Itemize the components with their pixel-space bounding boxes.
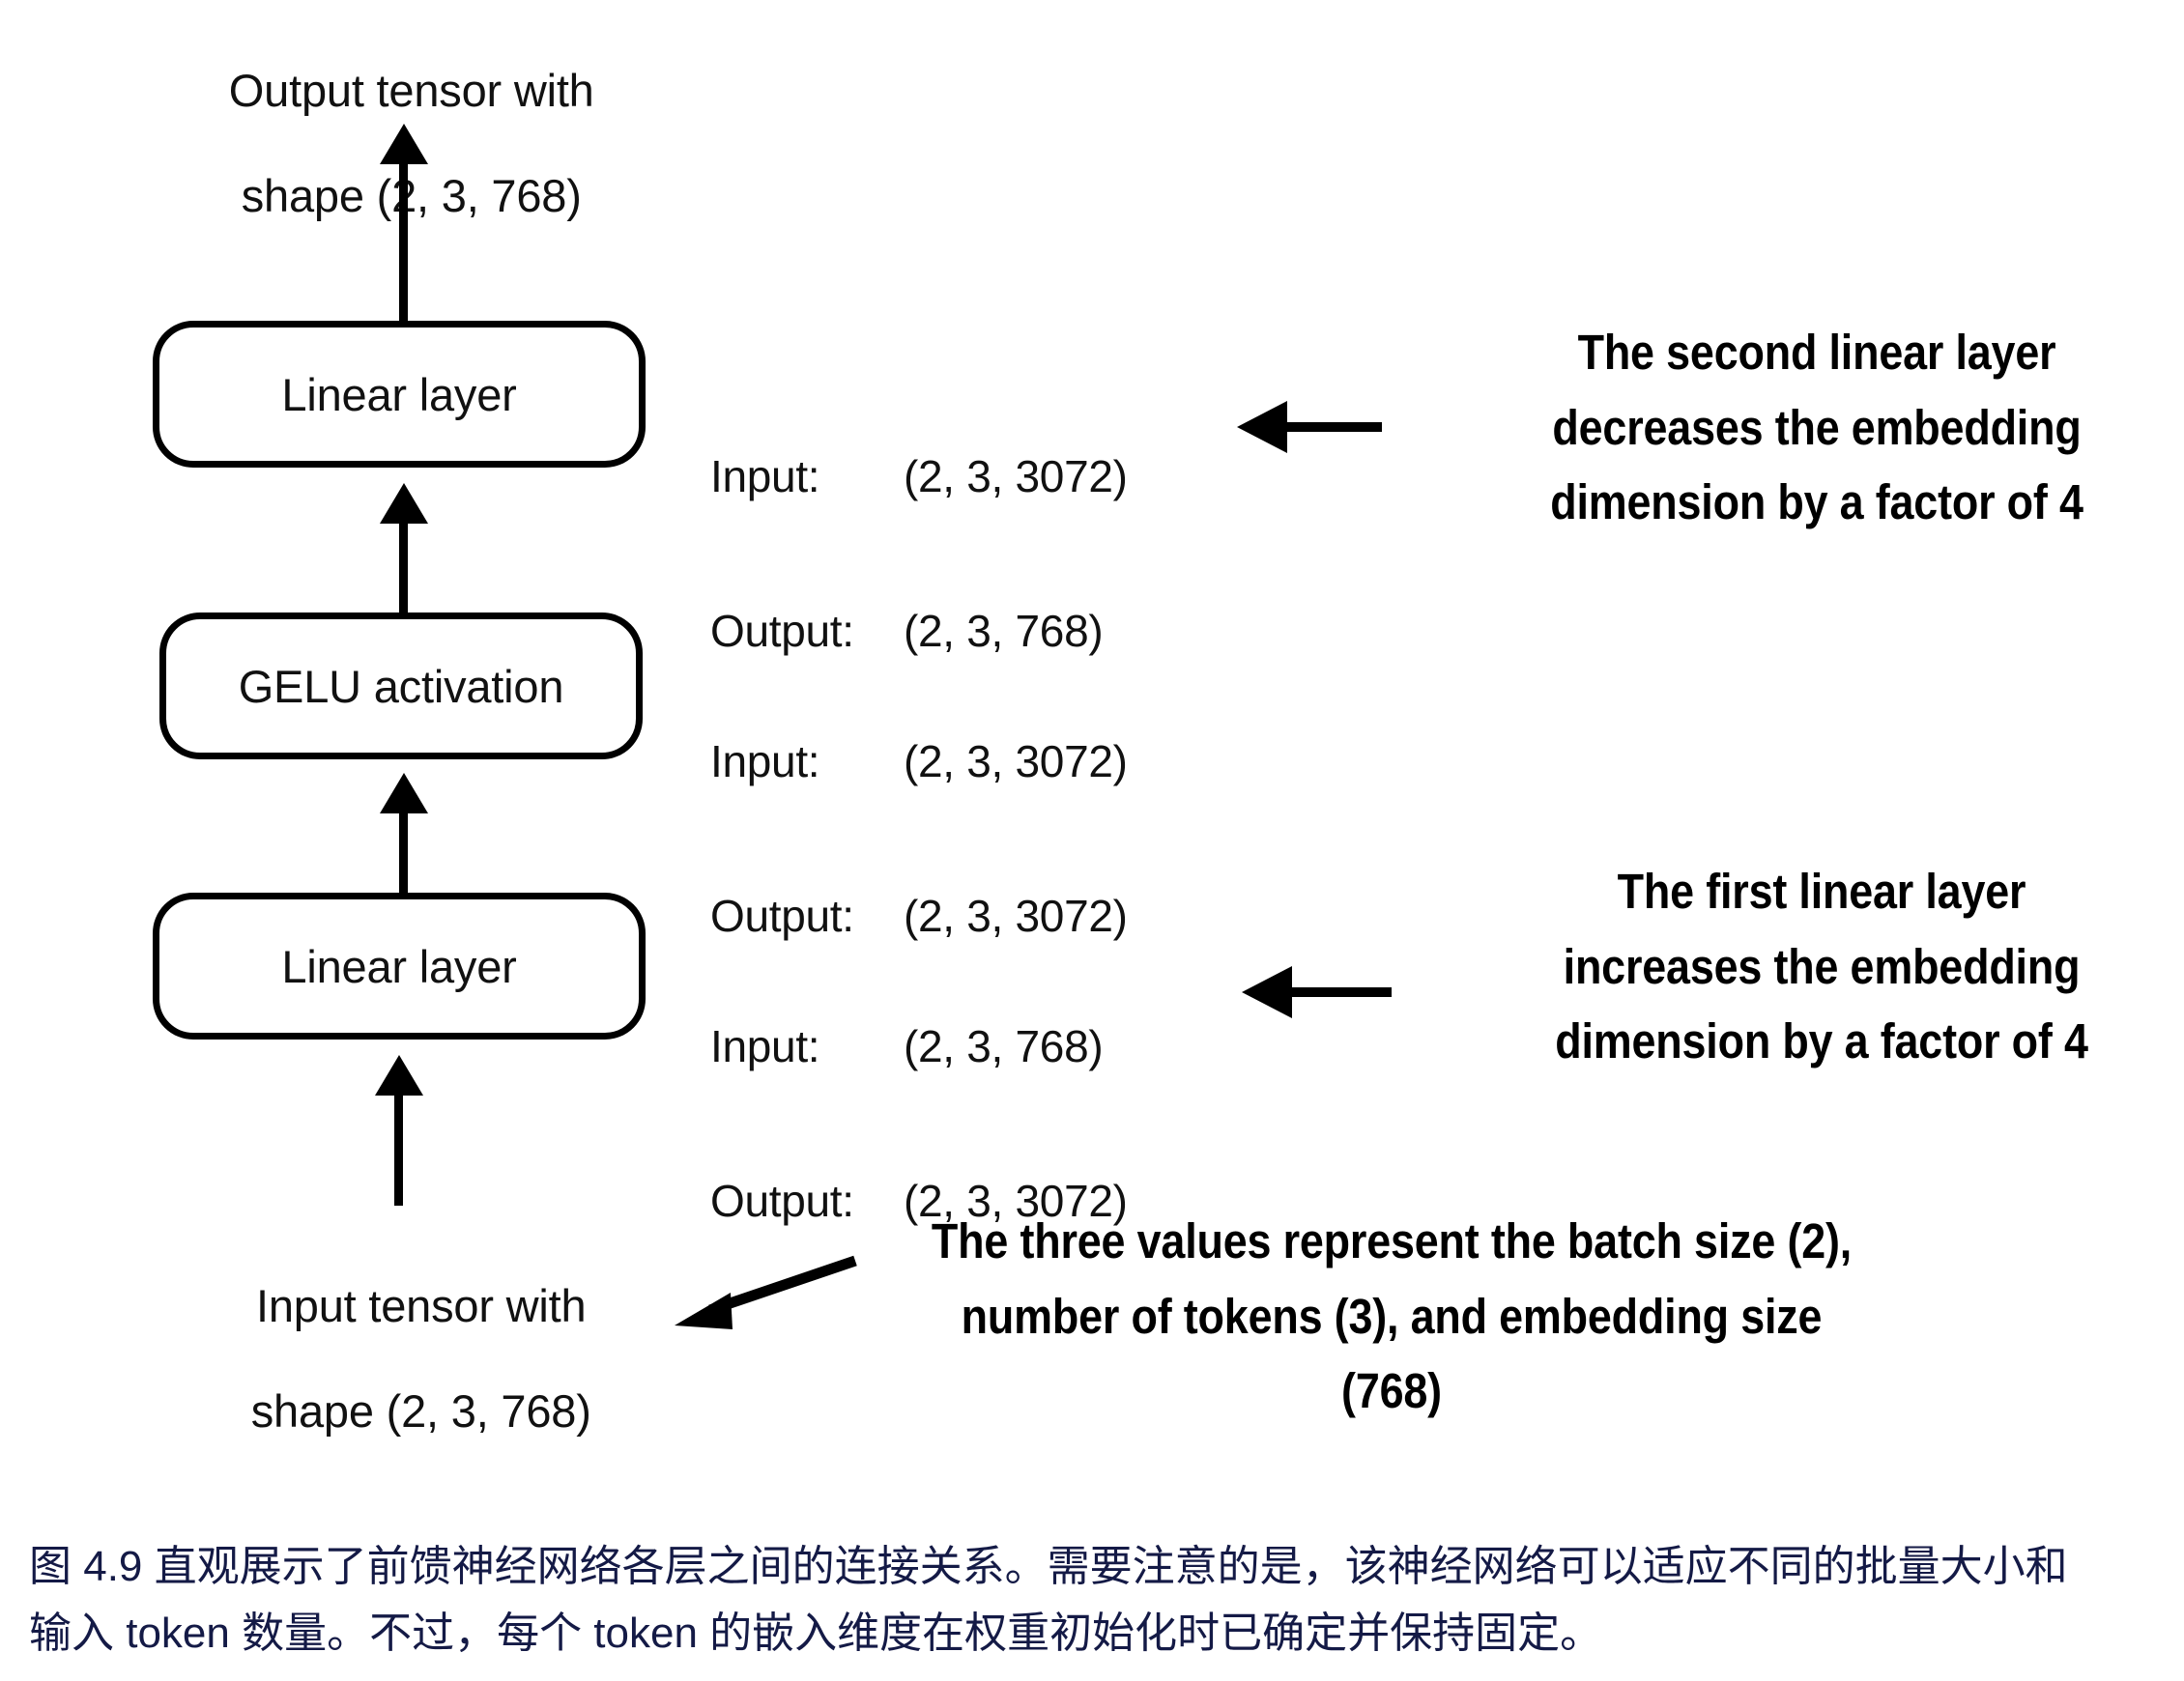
- connector-linear1-to-gelu: [399, 810, 408, 898]
- io-input-value: (2, 3, 3072): [904, 450, 1128, 501]
- io-input-row: Input: (2, 3, 3072): [710, 736, 1128, 787]
- input-tensor-label-line1: Input tensor with: [255, 1279, 587, 1331]
- node-linear-layer-2-label: Linear layer: [281, 368, 517, 420]
- io-output-row: Output: (2, 3, 3072): [710, 1176, 1128, 1227]
- arrowhead-up-gelu-to-linear2: [380, 483, 428, 524]
- node-linear-layer-1-label: Linear layer: [281, 940, 517, 992]
- output-tensor-label-line1: Output tensor with: [228, 64, 594, 116]
- output-tensor-label-line2: shape (2, 3, 768): [241, 169, 582, 221]
- io-input-value: (2, 3, 768): [904, 1020, 1104, 1071]
- arrowhead-up-input-to-linear1: [375, 1055, 423, 1096]
- figure-caption-line1: 图 4.9 直观展示了前馈神经网络各层之间的连接关系。需要注意的是，该神经网络可…: [29, 1543, 2068, 1590]
- annotation-three-values-note: The three values represent the batch siz…: [881, 1204, 1902, 1429]
- io-input-value: (2, 3, 3072): [904, 735, 1128, 786]
- annotation-first-linear-line2: increases the embedding: [1563, 938, 2081, 994]
- arrow-left-three-values-note: [675, 1255, 857, 1329]
- io-input-key: Input:: [710, 735, 820, 786]
- annotation-second-linear-note: The second linear layer decreases the em…: [1519, 315, 2114, 540]
- io-spec-gelu-activation: Input: (2, 3, 3072) Output: (2, 3, 3072): [710, 633, 1128, 1045]
- annotation-second-linear-line3: dimension by a factor of 4: [1550, 474, 2083, 530]
- annotation-three-values-line1: The three values represent the batch siz…: [931, 1213, 1853, 1268]
- io-input-key: Input:: [710, 1020, 820, 1071]
- annotation-first-linear-line1: The first linear layer: [1617, 864, 2026, 919]
- input-tensor-label-line2: shape (2, 3, 768): [250, 1384, 591, 1437]
- figure-caption: 图 4.9 直观展示了前馈神经网络各层之间的连接关系。需要注意的是，该神经网络可…: [29, 1534, 2155, 1667]
- io-input-row: Input: (2, 3, 768): [710, 1021, 1128, 1072]
- annotation-second-linear-line1: The second linear layer: [1577, 325, 2056, 380]
- io-output-value: (2, 3, 3072): [904, 890, 1128, 941]
- io-output-key: Output:: [710, 890, 854, 941]
- io-spec-linear-layer-2: Input: (2, 3, 3072) Output: (2, 3, 768): [710, 348, 1128, 760]
- arrowhead-up-linear1-to-gelu: [380, 773, 428, 813]
- connector-input-to-linear1: [394, 1092, 403, 1206]
- connector-gelu-to-linear2: [399, 520, 408, 616]
- io-output-value: (2, 3, 3072): [904, 1175, 1128, 1226]
- io-output-row: Output: (2, 3, 768): [710, 606, 1128, 657]
- node-linear-layer-1[interactable]: Linear layer: [153, 893, 646, 1040]
- annotation-first-linear-note: The first linear layer increases the emb…: [1528, 854, 2114, 1079]
- connector-linear2-to-output: [399, 160, 408, 325]
- annotation-second-linear-line2: decreases the embedding: [1552, 399, 2082, 455]
- annotation-first-linear-line3: dimension by a factor of 4: [1555, 1013, 2088, 1069]
- io-spec-linear-layer-1: Input: (2, 3, 768) Output: (2, 3, 3072): [710, 918, 1128, 1330]
- annotation-three-values-line3: (768): [1341, 1363, 1442, 1419]
- node-linear-layer-2[interactable]: Linear layer: [153, 321, 646, 468]
- io-output-key: Output:: [710, 1175, 854, 1226]
- input-tensor-label: Input tensor with shape (2, 3, 768): [116, 1227, 676, 1491]
- io-input-row: Input: (2, 3, 3072): [710, 451, 1128, 502]
- io-input-key: Input:: [710, 450, 820, 501]
- arrowhead-left-second-note: [1237, 401, 1287, 453]
- io-output-row: Output: (2, 3, 3072): [710, 891, 1128, 942]
- io-output-key: Output:: [710, 605, 854, 656]
- node-gelu-activation[interactable]: GELU activation: [159, 613, 643, 759]
- figure-caption-line2: 输入 token 数量。不过，每个 token 的嵌入维度在权重初始化时已确定并…: [29, 1609, 1603, 1657]
- annotation-three-values-line2: number of tokens (3), and embedding size: [961, 1288, 1823, 1344]
- connector-second-note: [1285, 422, 1382, 432]
- arrowhead-left-first-note: [1242, 966, 1292, 1018]
- node-gelu-activation-label: GELU activation: [238, 660, 564, 712]
- arrowhead-up-output: [380, 124, 428, 164]
- io-output-value: (2, 3, 768): [904, 605, 1104, 656]
- connector-first-note: [1290, 987, 1392, 997]
